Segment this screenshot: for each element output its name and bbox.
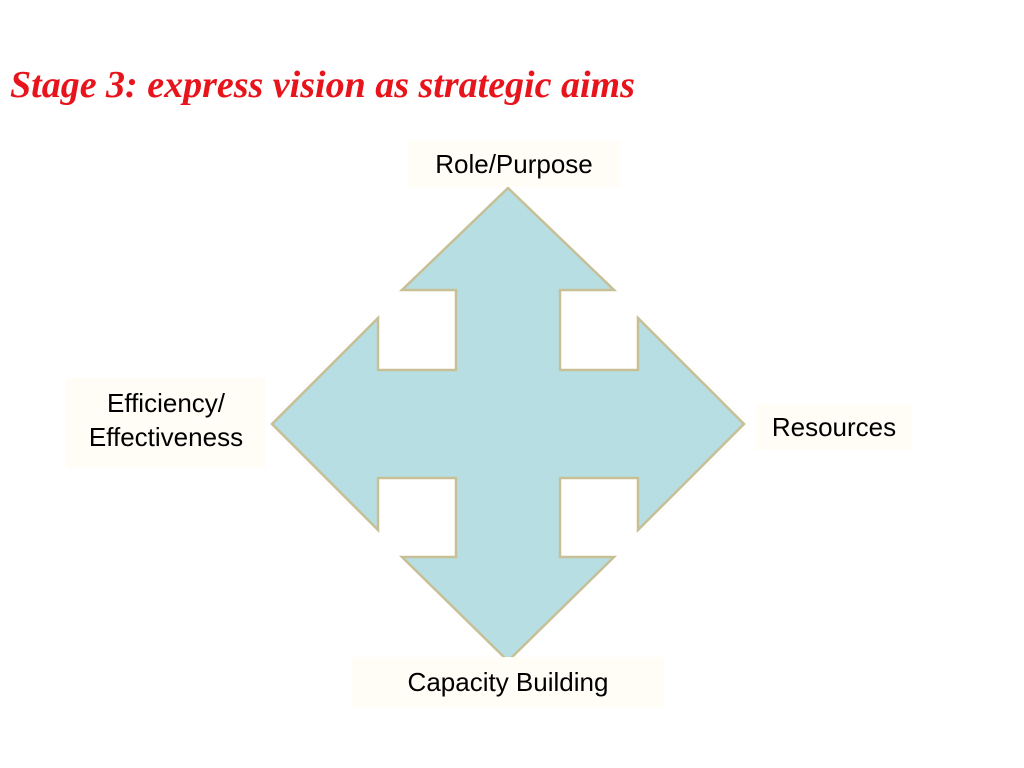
label-efficiency-effectiveness: Efficiency/ Effectiveness bbox=[66, 378, 266, 468]
slide-title: Stage 3: express vision as strategic aim… bbox=[10, 64, 635, 106]
label-efficiency-line: Efficiency/ bbox=[106, 388, 225, 418]
label-capacity-building: Capacity Building bbox=[352, 657, 664, 707]
label-role-purpose: Role/Purpose bbox=[408, 141, 620, 187]
four-way-arrow-shape bbox=[270, 186, 746, 663]
label-resources: Resources bbox=[756, 404, 912, 450]
label-effectiveness-line: Effectiveness bbox=[88, 422, 244, 452]
